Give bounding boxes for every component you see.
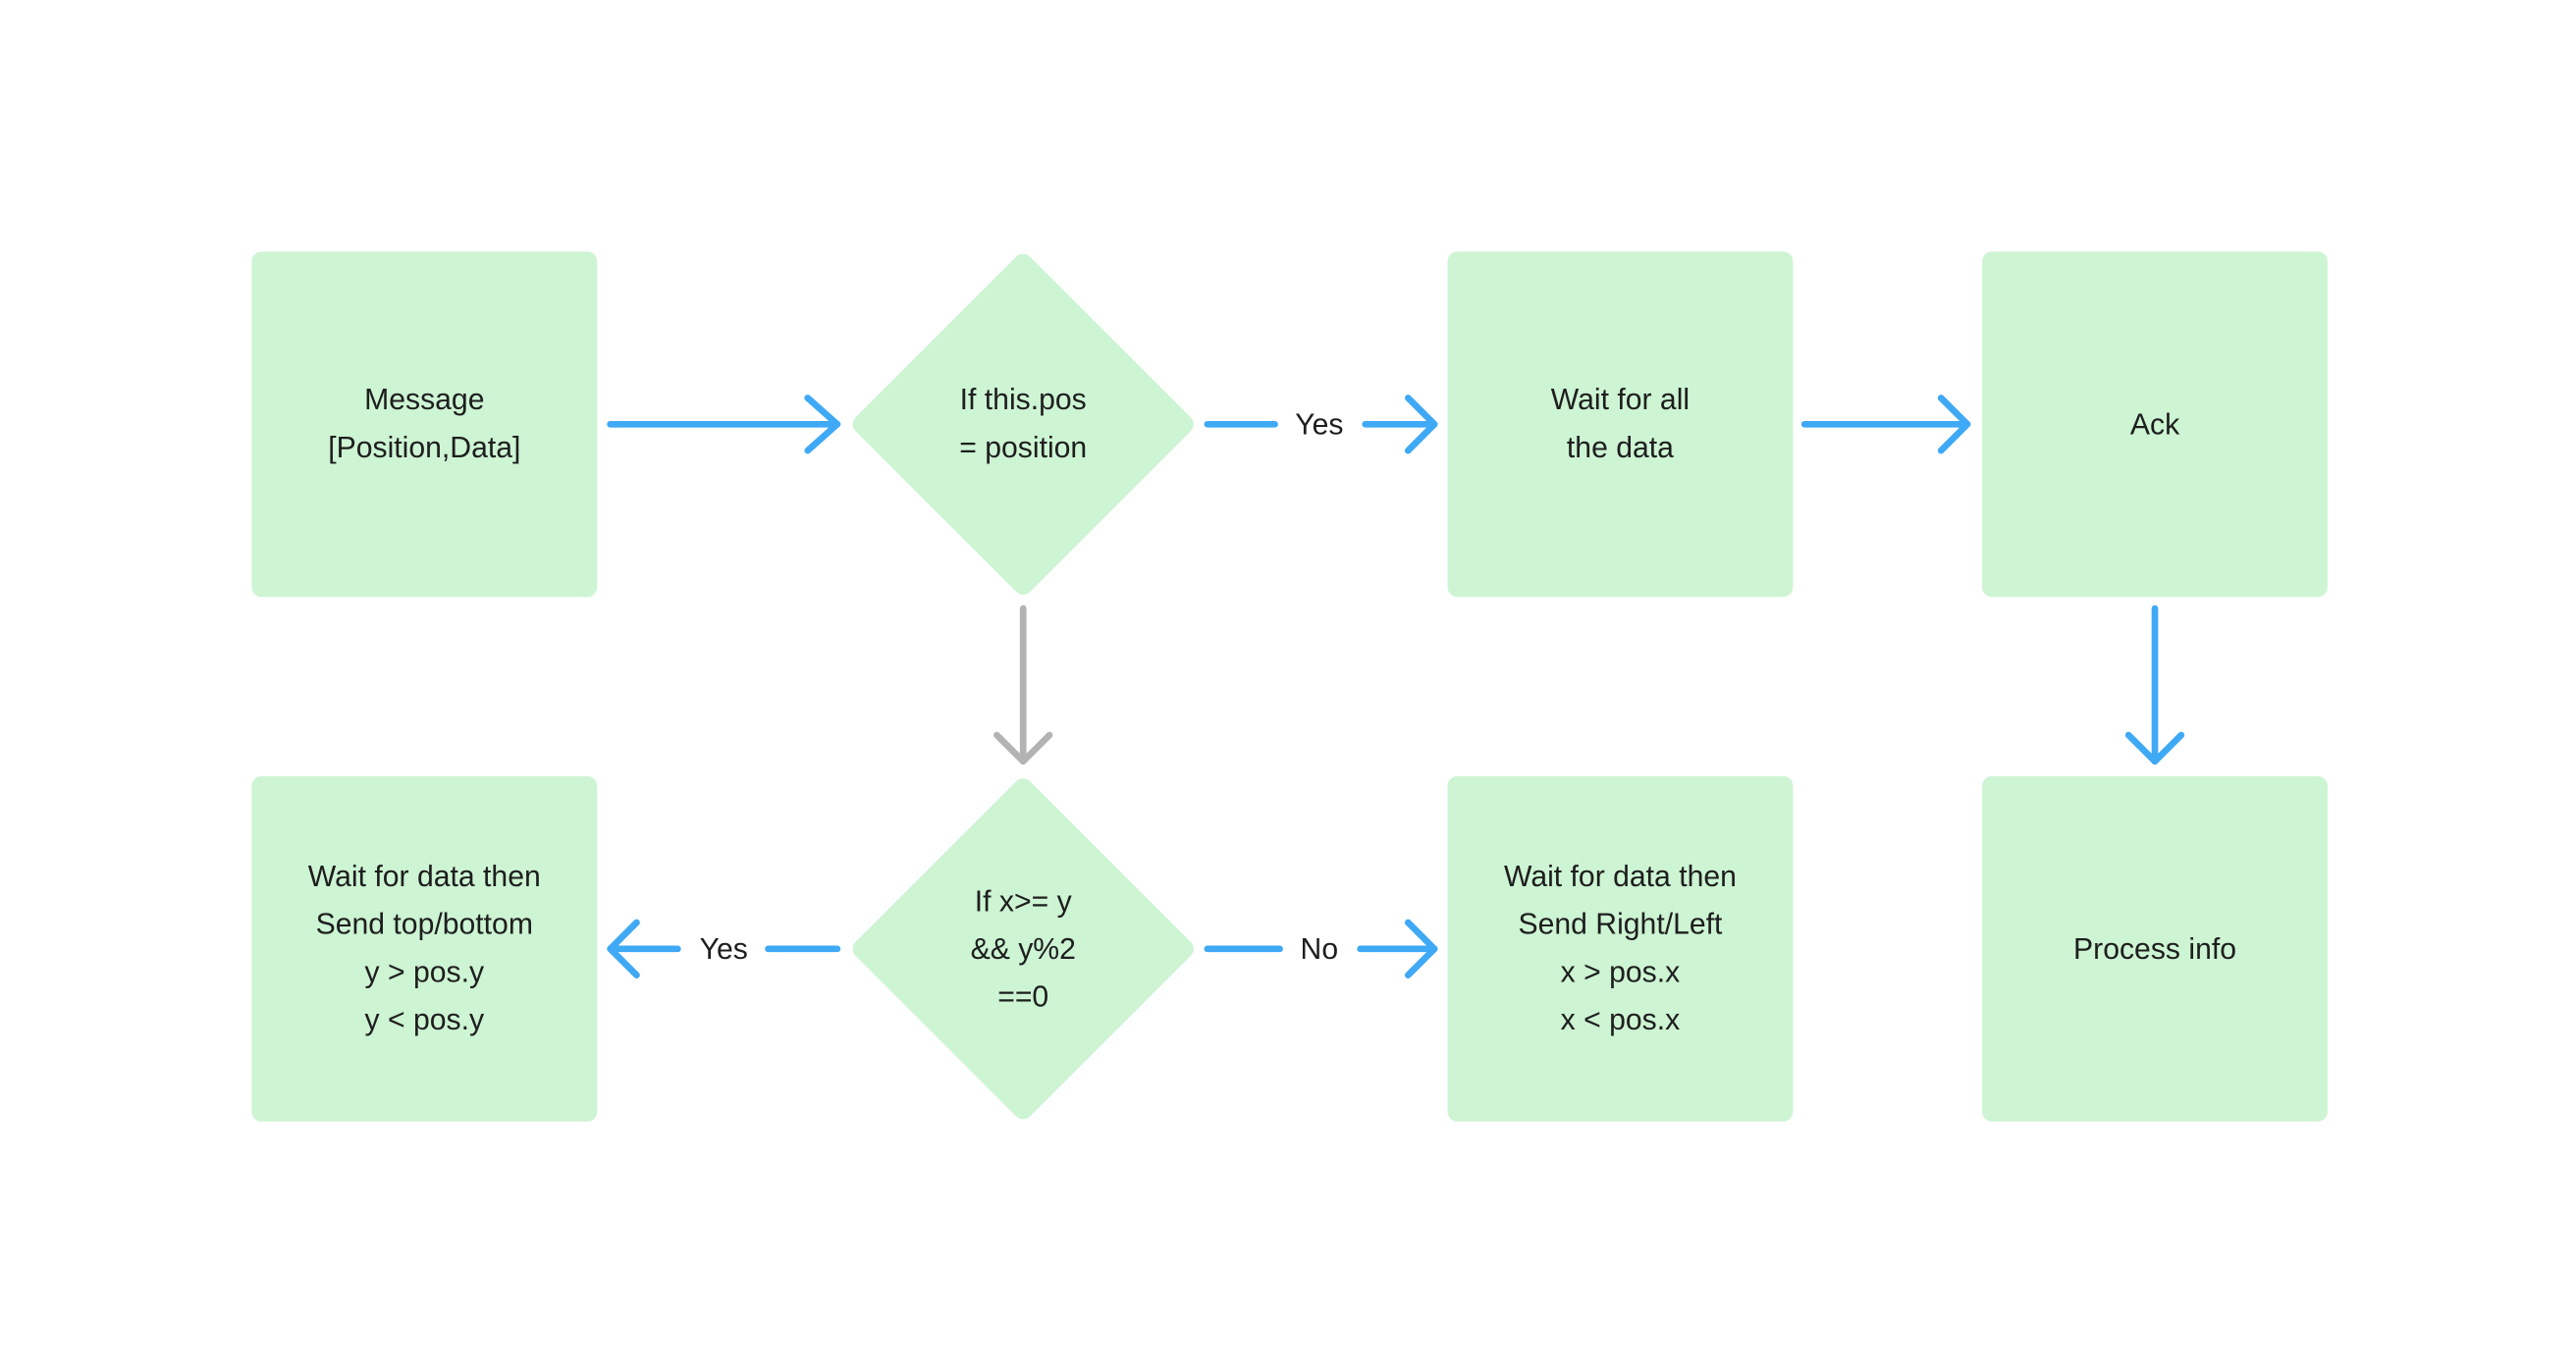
node-wait-rl-line-1: Wait for data then	[1503, 860, 1737, 893]
node-process-line-1: Process info	[2073, 931, 2237, 965]
decision-if-xy: If x>= y && y%2 ==0	[848, 774, 1198, 1124]
node-wait-all: Wait for all the data	[1447, 251, 1794, 598]
edge-label-yes-bottom: Yes	[689, 930, 758, 968]
node-wait-all-line-1: Wait for all	[1550, 383, 1690, 416]
node-wait-tb-line-1: Wait for data then	[307, 860, 541, 893]
edge-label-no-bottom: No	[1290, 930, 1349, 968]
node-wait-right-left: Wait for data then Send Right/Left x > p…	[1447, 775, 1794, 1122]
edge-if-pos-to-wait-all	[1204, 395, 1438, 454]
node-ack: Ack	[1982, 251, 2328, 598]
node-wait-rl-line-3: x > pos.x	[1560, 955, 1681, 989]
decision-if-pos-line-1: If this.pos	[959, 383, 1087, 416]
node-process-info: Process info	[1982, 775, 2328, 1122]
node-wait-tb-line-4: y < pos.y	[364, 1003, 485, 1036]
decision-if-pos-line-2: = position	[959, 431, 1088, 464]
node-message-line-2: [Position,Data]	[328, 431, 521, 464]
edge-if-pos-to-if-xy	[993, 605, 1053, 765]
edge-if-xy-to-wait-tb	[607, 919, 841, 978]
node-wait-all-line-2: the data	[1566, 431, 1674, 464]
node-wait-top-bottom: Wait for data then Send top/bottom y > p…	[251, 775, 598, 1122]
node-wait-rl-line-4: x < pos.x	[1560, 1003, 1681, 1036]
decision-if-xy-line-1: If x>= y	[974, 883, 1072, 918]
decision-if-pos: If this.pos = position	[848, 249, 1198, 600]
edge-if-xy-to-wait-rl	[1204, 919, 1438, 978]
node-wait-tb-line-2: Send top/bottom	[315, 907, 533, 941]
node-wait-tb-line-3: y > pos.y	[364, 955, 485, 989]
node-wait-rl-line-2: Send Right/Left	[1518, 907, 1723, 941]
decision-if-xy-line-2: && y%2	[970, 931, 1076, 965]
edge-label-yes-top: Yes	[1285, 405, 1354, 443]
decision-if-xy-line-3: ==0	[997, 978, 1049, 1013]
edge-ack-to-process	[2124, 605, 2185, 765]
node-message: Message [Position,Data]	[251, 251, 598, 598]
edge-message-to-if-pos	[607, 395, 841, 454]
node-message-line-1: Message	[364, 383, 485, 416]
node-ack-line-1: Ack	[2129, 406, 2180, 441]
edge-wait-all-to-ack	[1800, 395, 1971, 454]
